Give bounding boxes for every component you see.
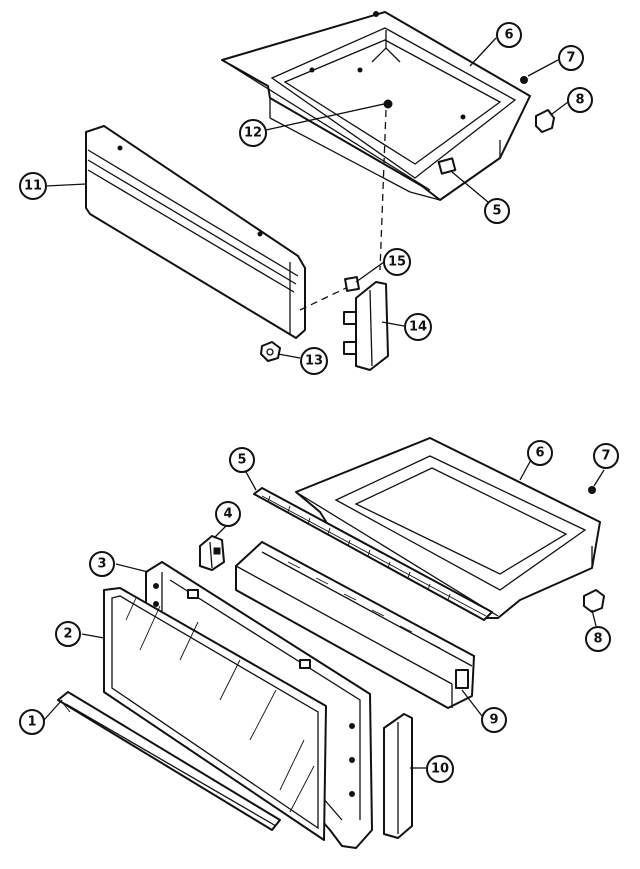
callout-12: 12	[239, 119, 267, 147]
svg-text:4: 4	[223, 507, 232, 522]
callout-14: 14	[404, 313, 432, 341]
lower-end-cap	[383, 713, 413, 839]
upper-end-cap	[343, 281, 389, 371]
svg-text:7: 7	[601, 449, 610, 464]
lower-drawer-back	[235, 541, 475, 709]
callout-7: 7	[593, 443, 619, 469]
callout-5: 5	[484, 198, 510, 224]
upper-assembly-line	[379, 109, 387, 271]
svg-text:11: 11	[24, 179, 42, 194]
callout-8: 8	[585, 626, 611, 652]
upper-screw	[520, 76, 528, 84]
lower-slide-rail	[253, 487, 493, 621]
callout-8: 8	[567, 87, 593, 113]
callout-6: 6	[527, 440, 553, 466]
svg-text:1: 1	[27, 715, 36, 730]
callout-6: 6	[496, 22, 522, 48]
lower-bracket	[199, 535, 225, 571]
svg-text:12: 12	[244, 126, 262, 141]
svg-text:13: 13	[305, 354, 323, 369]
upper-assembly-line	[299, 287, 347, 311]
svg-text:8: 8	[593, 632, 602, 647]
svg-text:8: 8	[575, 93, 584, 108]
upper-assembly	[85, 11, 555, 371]
callout-9: 9	[481, 707, 507, 733]
lower-clip	[583, 589, 605, 613]
callout-3: 3	[89, 551, 115, 577]
callout-13: 13	[300, 347, 328, 375]
upper-drawer-front	[85, 125, 306, 339]
callout-7: 7	[558, 45, 584, 71]
svg-text:6: 6	[504, 28, 513, 43]
callout-2: 2	[55, 621, 81, 647]
svg-text:15: 15	[388, 255, 406, 270]
callout-5: 5	[229, 447, 255, 473]
upper-nut	[260, 341, 281, 362]
callout-15: 15	[383, 248, 411, 276]
lower-glass-panel	[103, 587, 327, 841]
callout-1: 1	[19, 709, 45, 735]
upper-clip	[535, 109, 555, 133]
svg-text:9: 9	[489, 713, 498, 728]
lower-bottom-trim	[57, 691, 281, 831]
callout-4: 4	[215, 501, 241, 527]
svg-text:5: 5	[492, 204, 501, 219]
callout-11: 11	[19, 172, 47, 200]
svg-text:3: 3	[97, 557, 106, 572]
callout-10: 10	[426, 755, 454, 783]
svg-text:5: 5	[237, 453, 246, 468]
lower-screw	[588, 486, 596, 494]
svg-text:2: 2	[63, 627, 72, 642]
svg-text:7: 7	[566, 51, 575, 66]
svg-text:14: 14	[409, 320, 427, 335]
leader-lines	[43, 37, 605, 769]
upper-pad	[344, 276, 360, 292]
lower-drawer-pan	[295, 437, 601, 619]
callouts: 6 7 8 5 12 11 15 14 13 5 6 7 4 3 2 1 8 9…	[19, 22, 619, 783]
lower-assembly	[57, 437, 605, 849]
svg-text:10: 10	[431, 762, 449, 777]
svg-text:6: 6	[535, 446, 544, 461]
